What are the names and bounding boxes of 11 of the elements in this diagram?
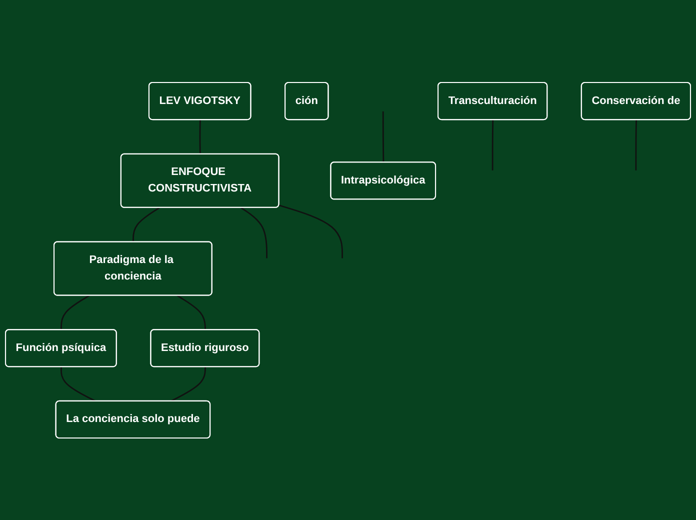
connector bbox=[240, 206, 268, 258]
connector bbox=[60, 294, 90, 330]
connector bbox=[199, 120, 201, 154]
connector bbox=[170, 366, 206, 402]
connector bbox=[60, 366, 96, 402]
connector bbox=[132, 206, 160, 242]
connector bbox=[492, 120, 494, 170]
connector bbox=[635, 120, 637, 170]
connector bbox=[278, 204, 343, 258]
connector bbox=[176, 294, 206, 330]
connector bbox=[382, 111, 384, 162]
